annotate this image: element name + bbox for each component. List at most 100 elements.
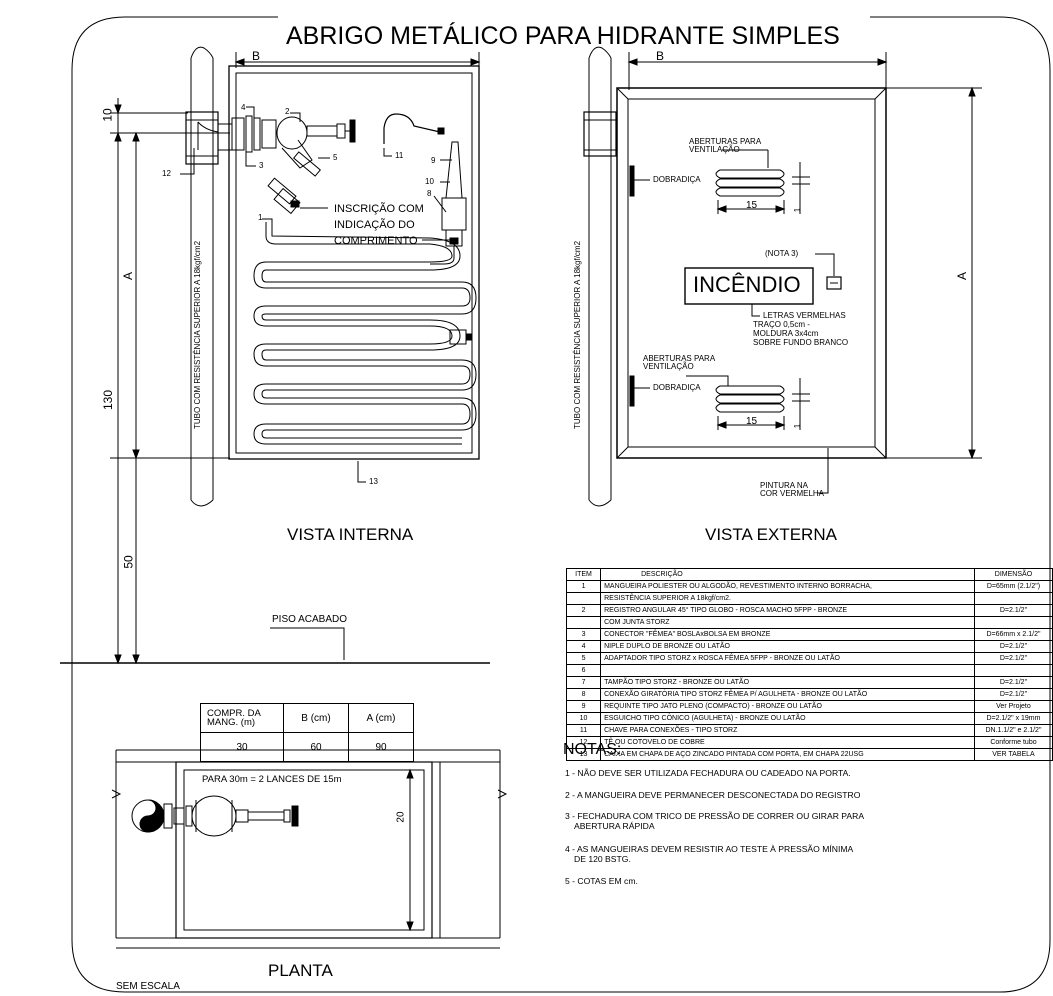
letters-line-4: SOBRE FUNDO BRANCO: [753, 338, 849, 347]
plan-cabinet-inner: [183, 769, 425, 931]
dim-50-label: 50: [121, 555, 136, 569]
dim-10: [110, 98, 188, 142]
notes-title: NOTAS:: [563, 741, 622, 758]
items-cell-description: ESGUICHO TIPO CÔNICO (AGULHETA) - BRONZE…: [600, 712, 975, 725]
note-5: 5 - COTAS EM cm.: [565, 876, 638, 886]
callout-8: 8: [427, 189, 432, 198]
leader-letters: [751, 304, 760, 317]
floor-label: PISO ACABADO: [272, 614, 348, 625]
leader-12: [180, 148, 195, 175]
plan-valve: [131, 795, 299, 837]
callout-1: 1: [258, 213, 263, 222]
items-cell-description: TÊ OU COTOVELO DE COBRE: [600, 736, 975, 749]
header-item: ITEM: [565, 568, 602, 581]
leader-11: [383, 148, 392, 157]
items-table-row: COM JUNTA STORZ: [565, 616, 1053, 629]
items-table-row: RESISTÊNCIA SUPERIOR A 18kgf/cm2.: [565, 592, 1053, 605]
items-cell-item: 2: [565, 604, 602, 617]
leader-8: [433, 195, 447, 213]
door-outer: [616, 87, 887, 459]
lock-icon: [826, 276, 842, 290]
items-cell-item: 4: [565, 640, 602, 653]
leader-3: [245, 152, 256, 167]
callout-9: 9: [431, 156, 436, 165]
note-4: 4 - AS MANGUEIRAS DEVEM RESISTIR AO TEST…: [565, 844, 854, 854]
leader-1: [262, 218, 273, 228]
dim-a-right: [886, 86, 982, 460]
items-cell-description: ADAPTADOR TIPO STORZ x ROSCA FÊMEA 5FPP …: [600, 652, 975, 665]
items-cell-description: MANGUEIRA POLIESTER OU ALGODÃO, REVESTIM…: [600, 580, 975, 593]
hinge-bottom: [629, 375, 635, 407]
letters-line-1: LETRAS VERMELHAS: [763, 311, 846, 320]
items-cell-dimension: DN.1.1/2" e 2.1/2": [973, 724, 1053, 737]
dim-20: [406, 768, 414, 932]
items-table-header: ITEM DESCRIÇÃO DIMENSÃO: [565, 568, 1053, 581]
items-table-row: 6: [565, 664, 1053, 677]
vent-top: [715, 150, 810, 214]
sizes-header-length: COMPR. DA MANG. (m): [200, 703, 284, 733]
callout-13: 13: [369, 477, 378, 486]
sizes-header-b: B (cm): [283, 703, 349, 733]
items-cell-description: CONECTOR "FÊMEA" BOSLAxBOLSA EM BRONZE: [600, 628, 975, 641]
sizes-value-a: 90: [348, 732, 414, 762]
sizes-note: PARA 30m = 2 LANCES DE 15m: [202, 774, 342, 785]
items-cell-description: NIPLE DUPLO DE BRONZE OU LATÃO: [600, 640, 975, 653]
items-cell-dimension: D=2.1/2": [973, 688, 1053, 701]
dim-15-top: 15: [746, 200, 758, 211]
sizes-value-length: 30: [200, 732, 284, 762]
items-cell-description: CAIXA EM CHAPA DE AÇO ZINCADO PINTADA CO…: [600, 748, 975, 761]
view-title-internal: VISTA INTERNA: [287, 525, 414, 544]
pipe-right: [583, 46, 617, 507]
leader-vent-bottom: [686, 375, 729, 386]
dim-a-left: [110, 131, 230, 460]
items-cell-dimension: D=66mm x 2.1/2": [973, 628, 1053, 641]
sizes-table: COMPR. DA MANG. (m) B (cm) A (cm) 30 60 …: [200, 703, 414, 762]
dim-b-right: [627, 52, 888, 90]
nota3-label: (NOTA 3): [765, 249, 799, 258]
items-cell-dimension: D=65mm (2.1/2"): [973, 580, 1053, 593]
scale-label: SEM ESCALA: [116, 981, 180, 992]
inscription-line-1: INSCRIÇÃO COM: [334, 203, 424, 215]
vent-top-line-1: ABERTURAS PARA: [689, 137, 762, 146]
items-cell-item: 5: [565, 652, 602, 665]
paint-line-1: PINTURA NA: [760, 481, 809, 490]
letters-line-2: TRAÇO 0,5cm -: [753, 320, 810, 329]
door-inner: [627, 98, 876, 448]
note-1: 1 - NÃO DEVE SER UTILIZADA FECHADURA OU …: [565, 768, 851, 778]
note-3-cont: ABERTURA RÁPIDA: [574, 821, 655, 831]
items-cell-description: RESISTÊNCIA SUPERIOR A 18kgf/cm2.: [600, 592, 975, 605]
vent-top-line-2: VENTILAÇÃO: [689, 145, 740, 154]
callout-3: 3: [259, 161, 264, 170]
dim-1-top: 1: [793, 207, 803, 213]
dim-10-label: 10: [100, 108, 115, 122]
dim-130-label: 130: [101, 389, 116, 411]
items-cell-dimension: [973, 616, 1053, 629]
items-cell-item: 8: [565, 688, 602, 701]
items-cell-item: 7: [565, 676, 602, 689]
vent-bottom: [715, 378, 810, 430]
valve-assembly: [231, 115, 356, 177]
callout-12: 12: [162, 169, 171, 178]
hinge-top: [629, 165, 635, 197]
items-cell-item: 13: [565, 748, 602, 761]
external-view: [583, 46, 982, 507]
leader-13: [357, 461, 366, 483]
dim-50: [132, 458, 140, 665]
header-dimension: DIMENSÃO: [973, 568, 1053, 581]
items-cell-dimension: Conforme tubo: [973, 736, 1053, 749]
paint-line-2: COR VERMELHA: [760, 489, 825, 498]
items-cell-description: CONEXÃO GIRATÓRIA TIPO STORZ FÊMEA P/ AG…: [600, 688, 975, 701]
items-cell-description: [600, 664, 975, 677]
items-cell-dimension: Ver Projeto: [973, 700, 1053, 713]
note-3: 3 - FECHADURA COM TRICO DE PRESSÃO DE CO…: [565, 811, 865, 821]
dim-b-right-label: B: [656, 49, 665, 63]
storz-key: [383, 113, 441, 144]
